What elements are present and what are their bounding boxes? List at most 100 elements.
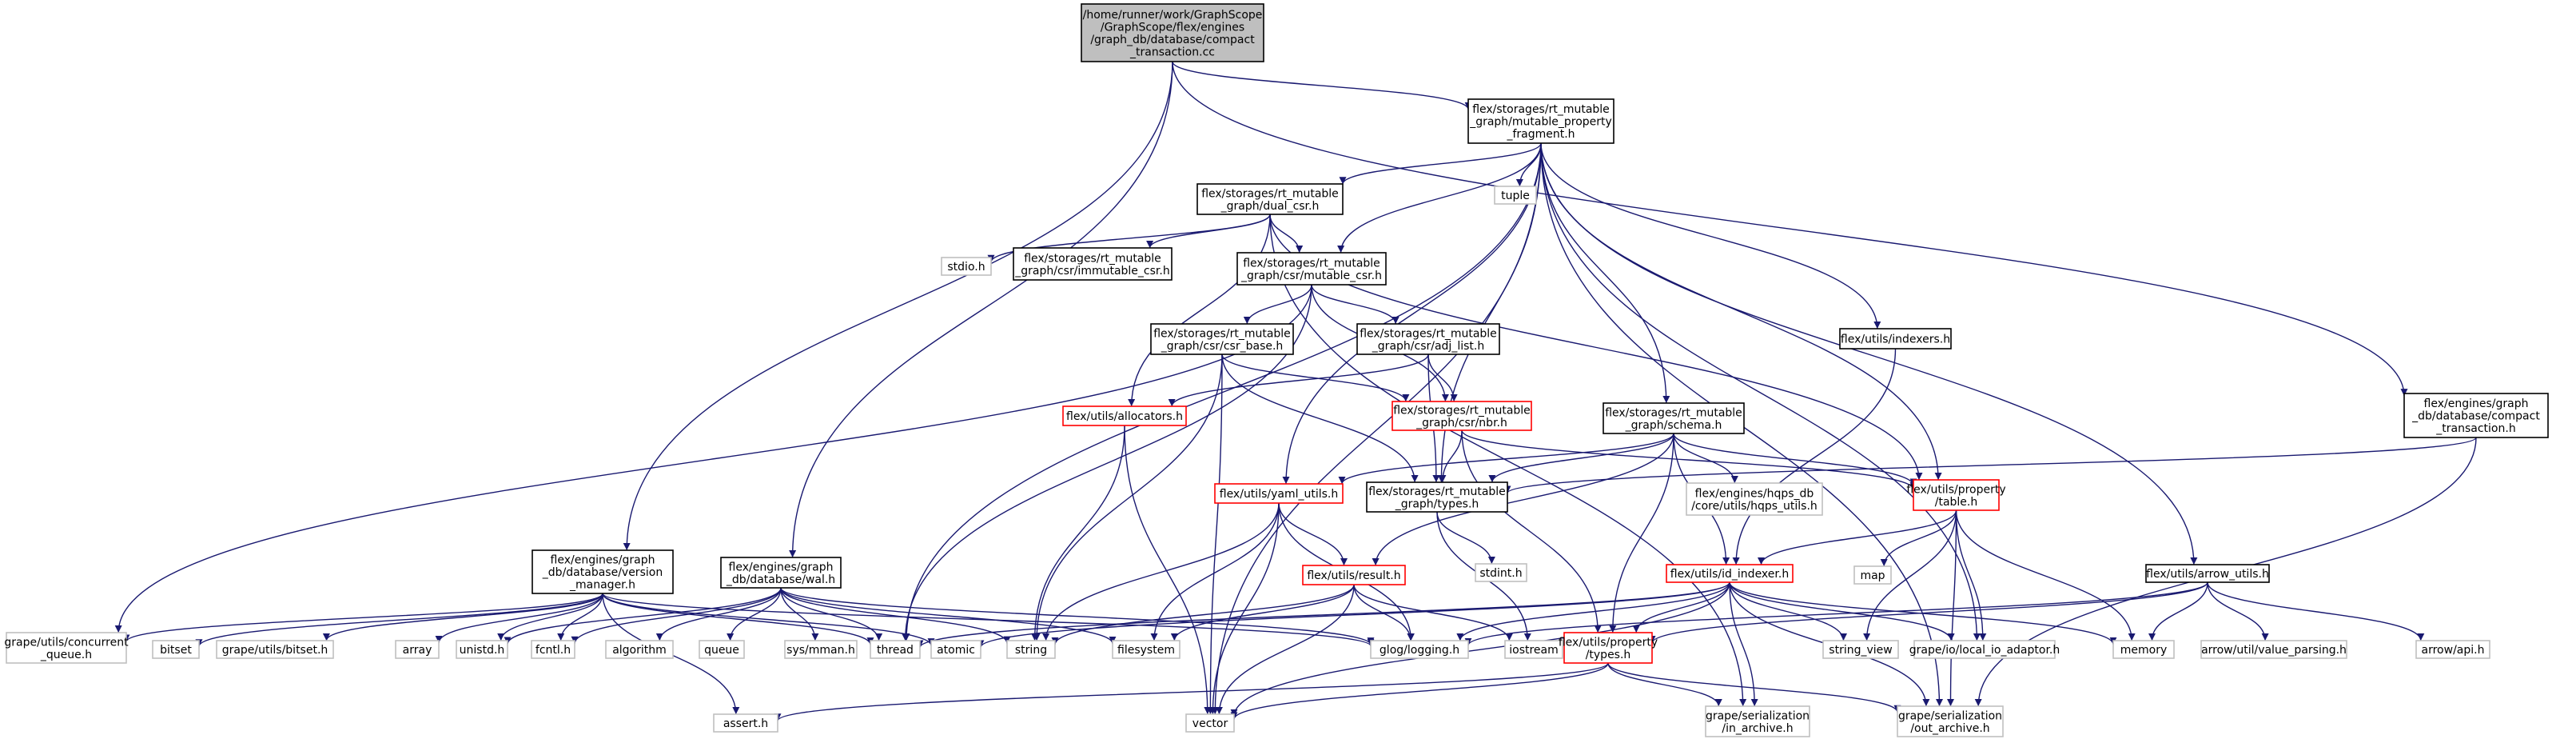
- node-compacth-label-line: _transaction.h: [2435, 422, 2515, 435]
- node-indexers[interactable]: flex/utils/indexers.h: [1839, 328, 1952, 350]
- node-glog-label-line: glog/logging.h: [1380, 644, 1459, 657]
- node-outarchive-label-line: grape/serialization: [1898, 709, 2002, 722]
- node-atomic-box: [930, 640, 981, 659]
- node-assert-label-line: assert.h: [723, 717, 768, 730]
- node-inarchive-box: [1705, 705, 1810, 737]
- node-version[interactable]: flex/engines/graph_db/database/version_m…: [532, 549, 674, 594]
- edge-mutcsr-to-csrbase: [1243, 284, 1312, 325]
- node-vector-box: [1185, 713, 1235, 733]
- node-array-box: [395, 640, 440, 659]
- edge-idindexer-to-stringview: [1729, 581, 1847, 641]
- node-thread-box: [870, 640, 921, 659]
- node-inarchive-label-line: /in_archive.h: [1722, 722, 1793, 735]
- node-queue-box: [699, 640, 745, 659]
- edge-mpf-to-arrowutils: [1540, 142, 2198, 565]
- node-iostream-box: [1504, 640, 1563, 659]
- edge-wal-to-string: [780, 587, 1011, 644]
- edge-wal-to-filesystem: [780, 587, 1117, 645]
- node-stdint-label-line: stdint.h: [1479, 567, 1522, 580]
- node-yaml[interactable]: flex/utils/yaml_utils.h: [1214, 483, 1344, 504]
- edge-version-to-array: [435, 593, 603, 644]
- edge-version-to-bitset: [195, 593, 603, 647]
- edge-arrowutils-to-glog: [1464, 581, 2208, 646]
- edge-schema-to-rttypes: [1488, 433, 1674, 483]
- node-outarchive-label-line: /out_archive.h: [1910, 722, 1989, 735]
- node-csrbase-box: [1150, 323, 1294, 355]
- node-arrowapi: arrow/api.h: [2415, 640, 2490, 659]
- node-stringview-label-line: string_view: [1829, 644, 1892, 657]
- node-rttypes[interactable]: flex/storages/rt_mutable_graph/types.h: [1366, 481, 1508, 513]
- node-vector: vector: [1185, 713, 1235, 733]
- node-immcsr-label-line: flex/storages/rt_mutable: [1024, 252, 1161, 265]
- node-table-box: [1913, 479, 2000, 511]
- edge-csrbase-to-rttypes: [1221, 354, 1419, 483]
- node-nbr-label-line: _graph/csr/nbr.h: [1415, 417, 1507, 429]
- node-result-box: [1302, 565, 1406, 585]
- edge-mpf-to-yaml: [1282, 142, 1542, 485]
- edge-table-to-localio: [1955, 509, 1987, 641]
- node-rttypes-label-line: _graph/types.h: [1395, 497, 1479, 510]
- node-rttypes-label-line: flex/storages/rt_mutable: [1368, 485, 1506, 498]
- node-mman-label-line: sys/mman.h: [786, 644, 855, 657]
- edge-allocators-to-string: [1031, 425, 1125, 641]
- node-queue: queue: [699, 640, 745, 659]
- node-schema[interactable]: flex/storages/rt_mutable_graph/schema.h: [1603, 402, 1745, 434]
- node-glog: glog/logging.h: [1370, 640, 1469, 659]
- node-tuple-label-line: tuple: [1501, 190, 1530, 202]
- node-idindexer-label-line: flex/utils/id_indexer.h: [1670, 568, 1789, 581]
- edge-dualcsr-to-allocators: [1128, 214, 1271, 407]
- node-stdint-box: [1475, 563, 1527, 582]
- node-wal-box: [720, 557, 842, 589]
- node-indexers-label-line: flex/utils/indexers.h: [1841, 334, 1950, 346]
- edge-nbr-to-rttypes: [1439, 429, 1463, 483]
- node-immcsr-label-line: _graph/csr/immutable_csr.h: [1014, 265, 1169, 278]
- node-bitset: bitset: [152, 640, 200, 659]
- node-immcsr-box: [1013, 247, 1173, 281]
- node-immcsr[interactable]: flex/storages/rt_mutable_graph/csr/immut…: [1013, 247, 1173, 281]
- node-table-label-line: /table.h: [1935, 496, 1978, 509]
- node-atomic: atomic: [930, 640, 981, 659]
- node-mutcsr[interactable]: flex/storages/rt_mutable_graph/csr/mutab…: [1236, 252, 1387, 286]
- node-root-label-line: _transaction.cc: [1129, 46, 1215, 58]
- edge-mpf-to-dualcsr: [1339, 142, 1542, 185]
- node-adjlist[interactable]: flex/storages/rt_mutable_graph/csr/adj_l…: [1356, 323, 1500, 355]
- node-version-box: [532, 549, 674, 594]
- node-mpf-label-line: _graph/mutable_property: [1469, 116, 1612, 129]
- node-table[interactable]: flex/utils/property/table.h: [1906, 479, 2006, 511]
- edge-schema-to-hqps: [1673, 433, 1738, 484]
- edge-schema-to-proptypes: [1609, 433, 1674, 633]
- node-iostream: iostream: [1504, 640, 1563, 659]
- edge-result-to-string: [1051, 584, 1355, 645]
- edge-mpf-to-thread: [902, 142, 1542, 641]
- node-wal[interactable]: flex/engines/graph_db/database/wal.h: [720, 557, 842, 589]
- node-mpf[interactable]: flex/storages/rt_mutable_graph/mutable_p…: [1467, 98, 1614, 144]
- edge-indexers-to-idindexer: [1732, 348, 1897, 565]
- edge-proptypes-to-vector: [1230, 662, 1609, 720]
- node-arrowutils[interactable]: flex/utils/arrow_utils.h: [2145, 564, 2270, 583]
- node-arrowapi-label-line: arrow/api.h: [2422, 644, 2485, 657]
- node-localio: grape/io/local_io_adaptor.h: [1909, 640, 2060, 659]
- node-result[interactable]: flex/utils/result.h: [1302, 565, 1406, 585]
- edge-adjlist-to-allocators: [1168, 354, 1429, 407]
- edge-wal-to-unistd: [504, 587, 782, 645]
- node-hqps-box: [1686, 482, 1823, 516]
- node-adjlist-label-line: _graph/csr/adj_list.h: [1372, 340, 1484, 353]
- node-root[interactable]: /home/runner/work/GraphScope/GraphScope/…: [1081, 3, 1264, 62]
- node-idindexer[interactable]: flex/utils/id_indexer.h: [1666, 564, 1794, 583]
- node-memory-box: [2112, 640, 2175, 659]
- node-compacth[interactable]: flex/engines/graph_db/database/compact_t…: [2403, 393, 2549, 438]
- node-hqps-label-line: /core/utils/hqps_utils.h: [1691, 500, 1818, 513]
- node-dualcsr[interactable]: flex/storages/rt_mutable_graph/dual_csr.…: [1196, 183, 1344, 215]
- node-csrbase[interactable]: flex/storages/rt_mutable_graph/csr/csr_b…: [1150, 323, 1294, 355]
- node-allocators-box: [1062, 405, 1187, 426]
- node-root-label-line: /GraphScope/flex/engines: [1101, 21, 1244, 34]
- edge-rttypes-to-stdint: [1436, 511, 1495, 565]
- node-allocators[interactable]: flex/utils/allocators.h: [1062, 405, 1187, 426]
- edge-arrowutils-to-arrowapi: [2207, 581, 2425, 641]
- node-proptypes[interactable]: flex/utils/property/types.h: [1559, 632, 1658, 664]
- node-table-label-line: flex/utils/property: [1906, 483, 2005, 496]
- node-nbr[interactable]: flex/storages/rt_mutable_graph/csr/nbr.h: [1392, 401, 1532, 431]
- node-mutcsr-box: [1236, 252, 1387, 286]
- node-atomic-label-line: atomic: [937, 644, 975, 657]
- node-yaml-box: [1214, 483, 1344, 504]
